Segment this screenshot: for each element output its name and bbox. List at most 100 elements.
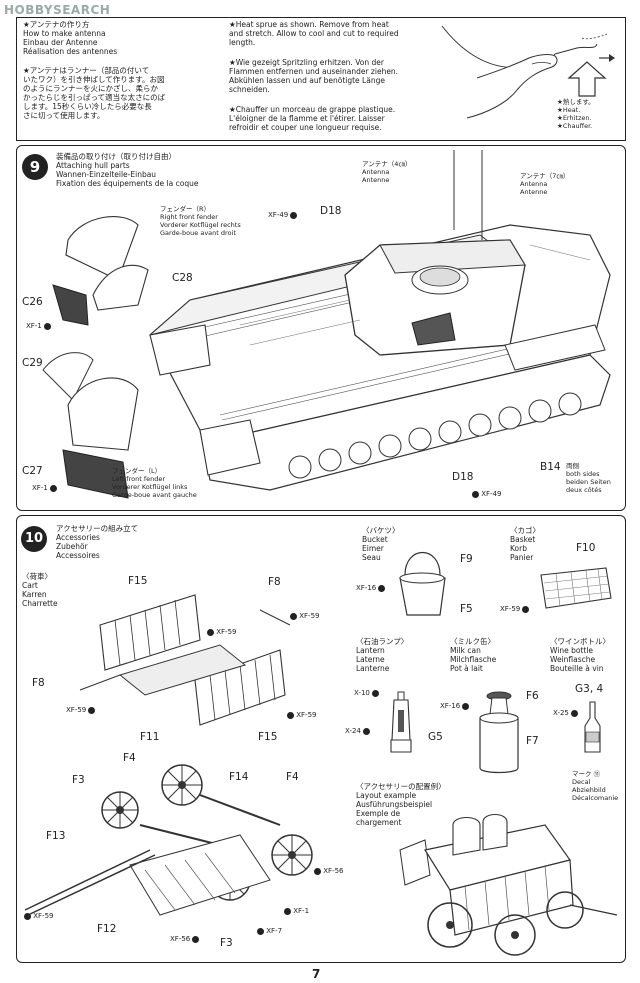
step-9-title-en: Attaching hull parts xyxy=(56,161,130,170)
decal-fr: Décalcomanie xyxy=(572,794,619,802)
cart-de: Karren xyxy=(22,590,47,599)
paint-code: XF-59 xyxy=(33,912,54,920)
paint-dot-icon xyxy=(43,322,51,330)
antenna-7cm-label: アンテナ（7㎝） Antenna Antenne xyxy=(520,172,569,196)
antenna-en-line: and stretch. Allow to cool and cut to re… xyxy=(229,29,399,38)
right-fender-en: Right front fender xyxy=(160,213,218,221)
part-f3-b: F3 xyxy=(220,937,233,949)
paint-xf59-c: XF-59 xyxy=(66,706,96,714)
decal-de: Abziehbild xyxy=(572,786,606,794)
layout-example-label: 〈アクセサリーの配置例〉 Layout example Ausführungsb… xyxy=(356,782,446,827)
paint-code: XF-1 xyxy=(293,907,310,915)
right-fender-label: フェンダー（R） Right front fender Vorderer Kot… xyxy=(160,205,241,237)
part-f4-b: F4 xyxy=(286,771,299,783)
part-c28: C28 xyxy=(172,272,193,284)
cart-chassis-illustration xyxy=(24,764,313,916)
antenna-title-en: How to make antenna xyxy=(23,29,106,38)
basket-label: 〈カゴ〉 Basket Korb Panier xyxy=(510,526,540,562)
layout-example-illustration xyxy=(399,813,618,956)
part-f9: F9 xyxy=(460,553,473,565)
antenna-jp-line: のようにランナーを火にかざし、柔らか xyxy=(23,84,158,93)
paint-xf1-b: XF-1 xyxy=(32,484,57,492)
heat-sprue-illustration xyxy=(441,25,615,119)
step-9-title-jp: 装備品の取り付け（取り付け自由） xyxy=(56,152,176,161)
paint-xf56-a: XF-56 xyxy=(312,867,344,875)
basket-jp: 〈カゴ〉 xyxy=(510,526,540,535)
right-fender-de: Vorderer Kotflügel rechts xyxy=(160,221,241,229)
paint-code: XF-16 xyxy=(440,702,461,710)
paint-xf59-d: XF-59 xyxy=(285,711,317,719)
part-f14: F14 xyxy=(229,771,249,783)
part-f11: F11 xyxy=(140,731,160,743)
both-sides-label: 両側 both sides beiden Seiten deux côtés xyxy=(566,462,611,494)
milk-fr: Pot à lait xyxy=(450,664,483,673)
wine-jp: 〈ワインボトル〉 xyxy=(550,637,610,646)
step-9-title: 装備品の取り付け（取り付け自由） Attaching hull parts Wa… xyxy=(56,152,198,188)
paint-dot-icon xyxy=(257,927,264,935)
paint-code: XF-7 xyxy=(266,927,283,935)
antenna-4-en: Antenna xyxy=(362,168,390,176)
heat-label-de: ★Erhitzen. xyxy=(557,114,592,122)
part-c29: C29 xyxy=(22,357,43,369)
antenna-en-text: ★Heat sprue as shown. Remove from heat a… xyxy=(229,20,399,47)
paint-xf7: XF-7 xyxy=(255,927,282,935)
paint-code: XF-1 xyxy=(26,322,42,330)
antenna-fr-text: ★Chauffer un morceau de grappe plastique… xyxy=(229,105,395,132)
paint-xf49-top: XF-49 xyxy=(268,211,298,219)
bucket-label: 〈バケツ〉 Bucket Eimer Seau xyxy=(362,526,400,562)
antenna-fr-line: L'éloigner de la flamme et l'étirer. Lai… xyxy=(229,114,385,123)
layout-fr-1: Exemple de xyxy=(356,809,401,818)
part-f15-b: F15 xyxy=(258,731,278,743)
antenna-title-de: Einbau der Antenne xyxy=(23,38,98,47)
decal-jp: マーク ⑪ xyxy=(572,770,601,778)
part-f10: F10 xyxy=(576,542,596,554)
cart-label: 〈荷車〉 Cart Karren Charrette xyxy=(22,572,58,608)
cart-body-illustration xyxy=(79,594,291,726)
layout-jp: 〈アクセサリーの配置例〉 xyxy=(356,782,446,791)
wine-bottle-label: 〈ワインボトル〉 Wine bottle Weinflasche Bouteil… xyxy=(550,637,610,673)
milk-can-illustration xyxy=(479,691,519,774)
paint-dot-icon xyxy=(570,709,578,717)
part-f5: F5 xyxy=(460,603,473,615)
watermark-text: HOBBYSEARCH xyxy=(4,3,111,17)
paint-dot-icon xyxy=(472,490,479,498)
part-f12: F12 xyxy=(97,923,117,935)
paint-code: XF-16 xyxy=(356,584,377,592)
paint-xf59-a: XF-59 xyxy=(288,612,320,620)
left-fender-fr: Garde-boue avant gauche xyxy=(112,491,197,499)
step-9-title-fr: Fixation des équipements de la coque xyxy=(56,179,199,188)
paint-xf1-a: XF-1 xyxy=(26,322,51,330)
right-fender-jp: フェンダー（R） xyxy=(160,205,211,213)
step-10-title: アクセサリーの組み立て Accessories Zubehör Accessoi… xyxy=(56,524,138,560)
antenna-jp-line: ★アンテナはランナー（部品の付いて xyxy=(23,66,150,75)
antenna-7-jp: アンテナ（7㎝） xyxy=(520,172,570,180)
decal-en: Decal xyxy=(572,778,591,786)
antenna-fr-line: ★Chauffer un morceau de grappe plastique… xyxy=(229,105,396,114)
step-10-title-jp: アクセサリーの組み立て xyxy=(56,524,139,533)
step-10-title-en: Accessories xyxy=(56,533,100,542)
paint-code: XF-59 xyxy=(296,711,317,719)
antenna-7-de: Antenne xyxy=(520,188,548,196)
part-f8-b: F8 xyxy=(32,677,45,689)
paint-dot-icon xyxy=(284,907,291,915)
bucket-de: Eimer xyxy=(362,544,384,553)
antenna-title-jp: ★アンテナの作り方 xyxy=(23,20,90,29)
paint-dot-icon xyxy=(378,584,386,592)
step-10-title-fr: Accessoires xyxy=(56,551,100,560)
left-fender-jp: フェンダー（L） xyxy=(112,467,162,475)
lantern-jp: 〈石油ランプ〉 xyxy=(356,637,409,646)
bucket-en: Bucket xyxy=(362,535,388,544)
lantern-en: Lantern xyxy=(356,646,385,655)
lantern-label: 〈石油ランプ〉 Lantern Laterne Lanterne xyxy=(356,637,408,673)
layout-de: Ausführungsbeispiel xyxy=(356,800,433,809)
paint-code: XF-56 xyxy=(323,867,344,875)
paint-dot-icon xyxy=(290,211,298,219)
antenna-4cm-label: アンテナ（4㎝） Antenna Antenne xyxy=(362,160,411,184)
antenna-jp-line: かったらじを引っぱって適当な太さにのば xyxy=(23,93,166,102)
paint-xf16-a: XF-16 xyxy=(356,584,386,592)
part-g5: G5 xyxy=(428,731,443,743)
part-f6: F6 xyxy=(526,690,539,702)
milk-can-label: 〈ミルク缶〉 Milk can Milchflasche Pot à lait xyxy=(450,637,496,673)
step-9-number: 9 xyxy=(22,154,48,180)
both-sides-de: beiden Seiten xyxy=(566,478,611,486)
